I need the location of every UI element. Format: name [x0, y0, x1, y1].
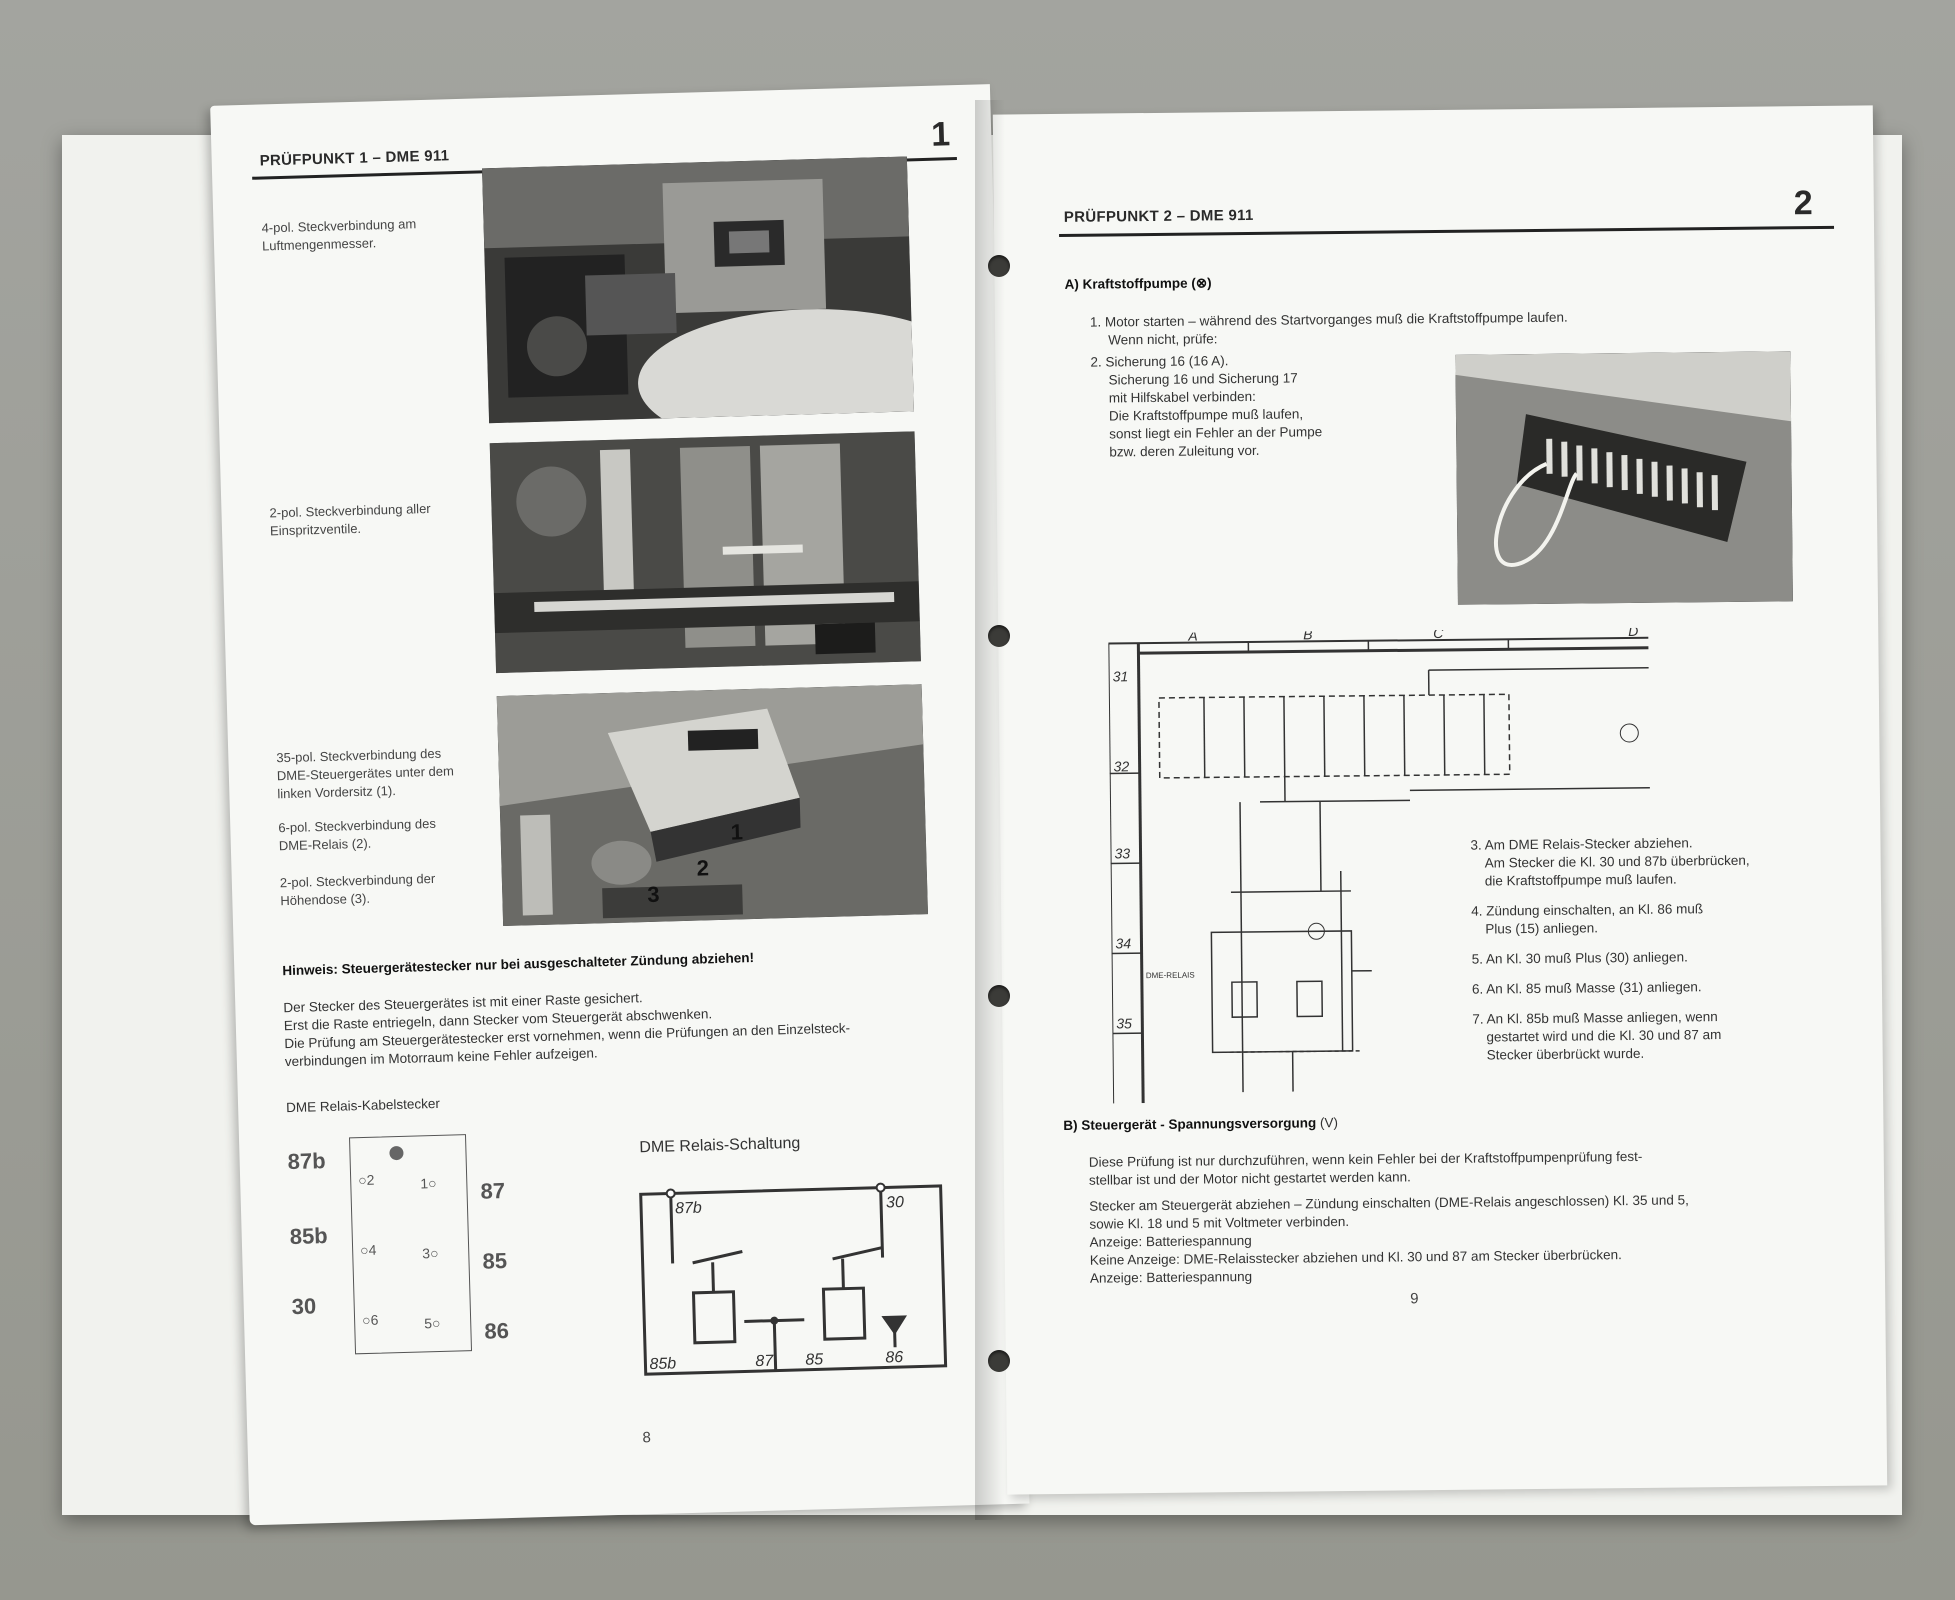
photo-fuse-box [1455, 351, 1793, 605]
circuit-label-87: 87 [755, 1353, 774, 1371]
photo-steuergeraet: 1 2 3 [496, 684, 929, 927]
relay-cable-title: DME Relais-Kabelstecker [285, 1095, 441, 1116]
relay-circuit-diagram: 87b 30 85b 87 85 86 [639, 1182, 948, 1376]
right-page-header-number: 2 [1793, 184, 1813, 223]
pin-1: 1○ [420, 1174, 437, 1192]
hint-prefix: Hinweis: [282, 961, 339, 979]
left-page-header: PRÜFPUNKT 1 – DME 911 [259, 147, 450, 170]
grid-col-c: C [1433, 628, 1444, 641]
grid-row-33: 33 [1114, 845, 1130, 861]
grid-col-d: D [1628, 628, 1638, 639]
grid-col-a: A [1187, 628, 1198, 644]
photo-label-1: 1 [730, 819, 744, 845]
pin-2: ○2 [357, 1171, 375, 1189]
circuit-label-85: 85 [805, 1351, 823, 1368]
photo-label-2: 2 [696, 855, 710, 881]
caption-luftmengenmesser: 4-pol. Steckverbindung am Luftmengenmess… [261, 216, 417, 254]
pin-5: 5○ [424, 1314, 441, 1332]
section-a-title: A) Kraftstoffpumpe (⊗) [1064, 275, 1212, 292]
step-3-line-3: die Kraftstoffpumpe muß laufen. [1484, 871, 1677, 889]
step-4-line-2: Plus (15) anliegen. [1485, 920, 1599, 937]
step-2-line-6: bzw. deren Zuleitung vor. [1109, 442, 1260, 460]
grid-row-35: 35 [1116, 1015, 1132, 1031]
right-page: PRÜFPUNKT 2 – DME 911 2 A) Kraftstoffpum… [992, 105, 1888, 1495]
pin-label-85b: 85b [289, 1223, 329, 1250]
pin-3: 3○ [422, 1244, 439, 1262]
photo-label-3: 3 [646, 881, 660, 907]
circuit-label-30: 30 [886, 1194, 904, 1211]
photo-einspritzventile [489, 431, 921, 674]
section-b-suffix: (V) [1319, 1115, 1339, 1131]
grid-row-31: 31 [1113, 668, 1129, 684]
step-1: 1. Motor starten – während des Startvorg… [1090, 306, 1810, 350]
pin-label-87: 87 [480, 1178, 506, 1204]
pin-label-30: 30 [291, 1293, 317, 1320]
section-b-title: B) Steuergerät - Spannungsversorgung (V) [1063, 1114, 1338, 1135]
right-header-rule [1059, 225, 1835, 237]
right-page-number: 9 [1410, 1290, 1419, 1308]
step-2: 2. Sicherung 16 (16 A). Sicherung 16 und… [1090, 350, 1391, 461]
section-b-body: Diese Prüfung ist nur durchzuführen, wen… [1089, 1146, 1860, 1288]
relay-circuit-title: DME Relais-Schaltung [639, 1134, 801, 1157]
circuit-label-87b: 87b [675, 1200, 702, 1218]
left-body-text: Der Stecker des Steuergerätes ist mit ei… [283, 980, 985, 1072]
photo-luftmengenmesser [482, 156, 914, 424]
left-page: PRÜFPUNKT 1 – DME 911 1 4-pol. Steckverb… [210, 84, 1030, 1526]
grid-row-34: 34 [1115, 935, 1131, 951]
pin-label-85: 85 [482, 1248, 508, 1274]
dme-relais-label: DME-RELAIS [1146, 971, 1195, 981]
section-b-prefix: B) Steuergerät - Spannungsversorgung [1063, 1115, 1317, 1133]
binder-hole-4 [988, 1350, 1010, 1372]
circuit-label-86: 86 [885, 1349, 903, 1366]
pin-label-87b: 87b [287, 1148, 326, 1175]
steps-3-7: 3. Am DME Relais-Stecker abziehen. Am St… [1470, 833, 1852, 1065]
left-page-number: 8 [642, 1429, 652, 1447]
binder-hole-2 [988, 625, 1010, 647]
grid-row-32: 32 [1114, 758, 1130, 774]
caption-steuergeraet: 35-pol. Steckverbindung des DME-Steuerge… [276, 745, 455, 802]
wiring-diagram: A B C D 31 32 33 34 35 DME-RELAIS [1108, 628, 1650, 1104]
binder-hole-3 [988, 985, 1010, 1007]
caption-dme-relais: 6-pol. Steckverbindung des DME-Relais (2… [278, 815, 437, 854]
step-7-line-3: Stecker überbrückt wurde. [1486, 1045, 1645, 1063]
circuit-label-85b: 85b [649, 1355, 676, 1373]
hint-text: Steuergerätestecker nur bei ausgeschalte… [341, 950, 755, 977]
right-page-header: PRÜFPUNKT 2 – DME 911 [1063, 206, 1254, 226]
grid-col-b: B [1303, 628, 1313, 643]
step-6: 6. An Kl. 85 muß Masse (31) anliegen. [1471, 979, 1702, 997]
caption-hoehendose: 2-pol. Steckverbindung der Höhendose (3)… [279, 870, 436, 909]
step-5: 5. An Kl. 30 muß Plus (30) anliegen. [1471, 949, 1688, 967]
hint: Hinweis: Steuergerätestecker nur bei aus… [282, 943, 982, 981]
binder-hole-1 [988, 255, 1010, 277]
caption-einspritzventile: 2-pol. Steckverbindung aller Einspritzve… [269, 500, 431, 539]
left-page-header-number: 1 [930, 115, 951, 154]
pin-4: ○4 [359, 1241, 377, 1259]
pin-label-86: 86 [484, 1318, 510, 1344]
pin-6: ○6 [361, 1311, 379, 1329]
